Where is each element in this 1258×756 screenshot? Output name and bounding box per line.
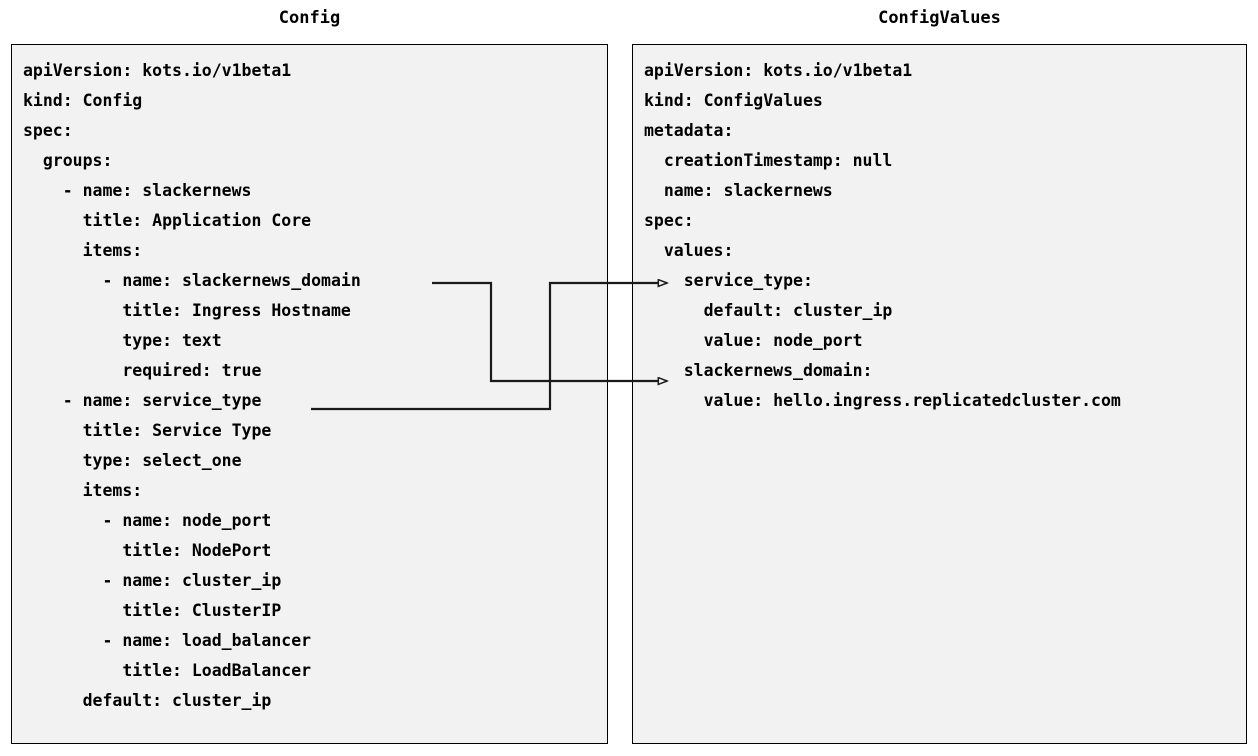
panel-configvalues: apiVersion: kots.io/v1beta1 kind: Config… xyxy=(632,44,1247,744)
config-yaml-text: apiVersion: kots.io/v1beta1 kind: Config… xyxy=(23,61,361,710)
panel-title-config: Config xyxy=(278,8,341,28)
panel-title-configvalues: ConfigValues xyxy=(878,8,1001,28)
panel-config: apiVersion: kots.io/v1beta1 kind: Config… xyxy=(11,44,608,744)
configvalues-yaml-text: apiVersion: kots.io/v1beta1 kind: Config… xyxy=(644,61,1121,410)
